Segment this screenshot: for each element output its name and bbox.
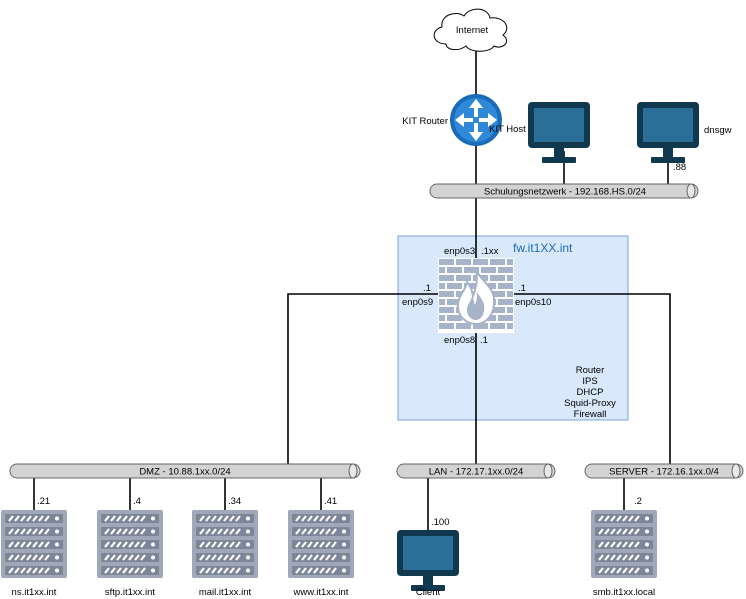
connection-lines — [33, 50, 671, 530]
host-label: mail.it1xx.int — [199, 587, 252, 598]
server-icon — [190, 508, 260, 580]
service-item: DHCP — [577, 387, 604, 398]
bus-dmz: DMZ - 10.88.1xx.0/24 — [9, 463, 361, 479]
iface-enp0s9-ip: .1 — [423, 283, 431, 294]
iface-enp0s8-name: enp0s8 — [444, 335, 475, 346]
client-ip: .100 — [431, 517, 450, 528]
host-ip: .41 — [324, 496, 337, 507]
bus-schulungsnetzwerk: Schulungsnetzwerk - 192.168.HS.0/24 — [429, 183, 699, 199]
bus-server-label: SERVER - 172.16.1xx.0/4 — [609, 467, 719, 478]
host-label: ns.it1xx.int — [12, 587, 57, 598]
dnsgw-ip: .88 — [673, 162, 686, 173]
host-ip: .4 — [133, 496, 141, 507]
client-label: Client — [416, 587, 441, 598]
service-item: Firewall — [574, 409, 607, 420]
iface-enp0s10-name: enp0s10 — [515, 297, 551, 308]
firewall-title: fw.it1XX.int — [513, 241, 573, 255]
bus-schulung-label: Schulungsnetzwerk - 192.168.HS.0/24 — [484, 187, 646, 198]
smb-label: smb.it1xx.local — [593, 587, 655, 598]
server-icon — [589, 508, 659, 580]
kit-host[interactable]: KIT Host — [489, 102, 590, 163]
kit-router[interactable]: KIT Router — [402, 94, 502, 146]
monitor-icon — [397, 530, 459, 591]
firewall-icon — [438, 258, 514, 333]
iface-enp0s3-name: enp0s3 — [444, 246, 475, 257]
router-icon — [450, 94, 502, 146]
host-label: www.it1xx.int — [293, 587, 349, 598]
server-icon — [95, 508, 165, 580]
monitor-icon — [528, 102, 590, 163]
lan-client[interactable]: .100 Client — [397, 517, 459, 598]
bus-lan-label: LAN - 172.17.1xx.0/24 — [429, 467, 524, 478]
dmz-host-sftp[interactable]: .4 sftp.it1xx.int — [95, 496, 165, 598]
iface-enp0s8-ip: .1 — [480, 335, 488, 346]
dmz-host-ns[interactable]: .21 ns.it1xx.int — [0, 496, 69, 598]
server-icon — [286, 508, 356, 580]
host-ip: .34 — [228, 496, 241, 507]
service-item: IPS — [582, 376, 597, 387]
host-label: sftp.it1xx.int — [105, 587, 156, 598]
bus-lan: LAN - 172.17.1xx.0/24 — [396, 463, 556, 479]
service-item: Router — [576, 365, 605, 376]
service-item: Squid-Proxy — [564, 398, 616, 409]
iface-enp0s10-ip: .1 — [518, 283, 526, 294]
server-icon — [0, 508, 69, 580]
kit-router-label: KIT Router — [402, 116, 448, 127]
bus-server: SERVER - 172.16.1xx.0/4 — [584, 463, 744, 479]
internet-cloud: Internet — [433, 8, 508, 52]
firewall-services: Router IPS DHCP Squid-Proxy Firewall — [564, 365, 616, 420]
dmz-host-mail[interactable]: .34 mail.it1xx.int — [190, 496, 260, 598]
host-ip: .21 — [37, 496, 50, 507]
iface-enp0s3-ip: .1xx — [481, 246, 499, 257]
firewall[interactable]: fw.it1XX.int — [402, 241, 616, 420]
server-smb[interactable]: .2 smb.it1xx.local — [589, 496, 659, 598]
dmz-host-www[interactable]: .41 www.it1xx.int — [286, 496, 356, 598]
monitor-icon — [637, 102, 699, 163]
dnsgw-host[interactable]: dnsgw .88 — [637, 102, 732, 173]
dnsgw-label: dnsgw — [704, 125, 732, 136]
iface-enp0s9-name: enp0s9 — [402, 297, 433, 308]
smb-ip: .2 — [634, 496, 642, 507]
bus-dmz-label: DMZ - 10.88.1xx.0/24 — [139, 467, 230, 478]
cloud-icon — [433, 8, 508, 52]
kit-host-label: KIT Host — [489, 124, 526, 135]
internet-label: Internet — [456, 25, 489, 36]
